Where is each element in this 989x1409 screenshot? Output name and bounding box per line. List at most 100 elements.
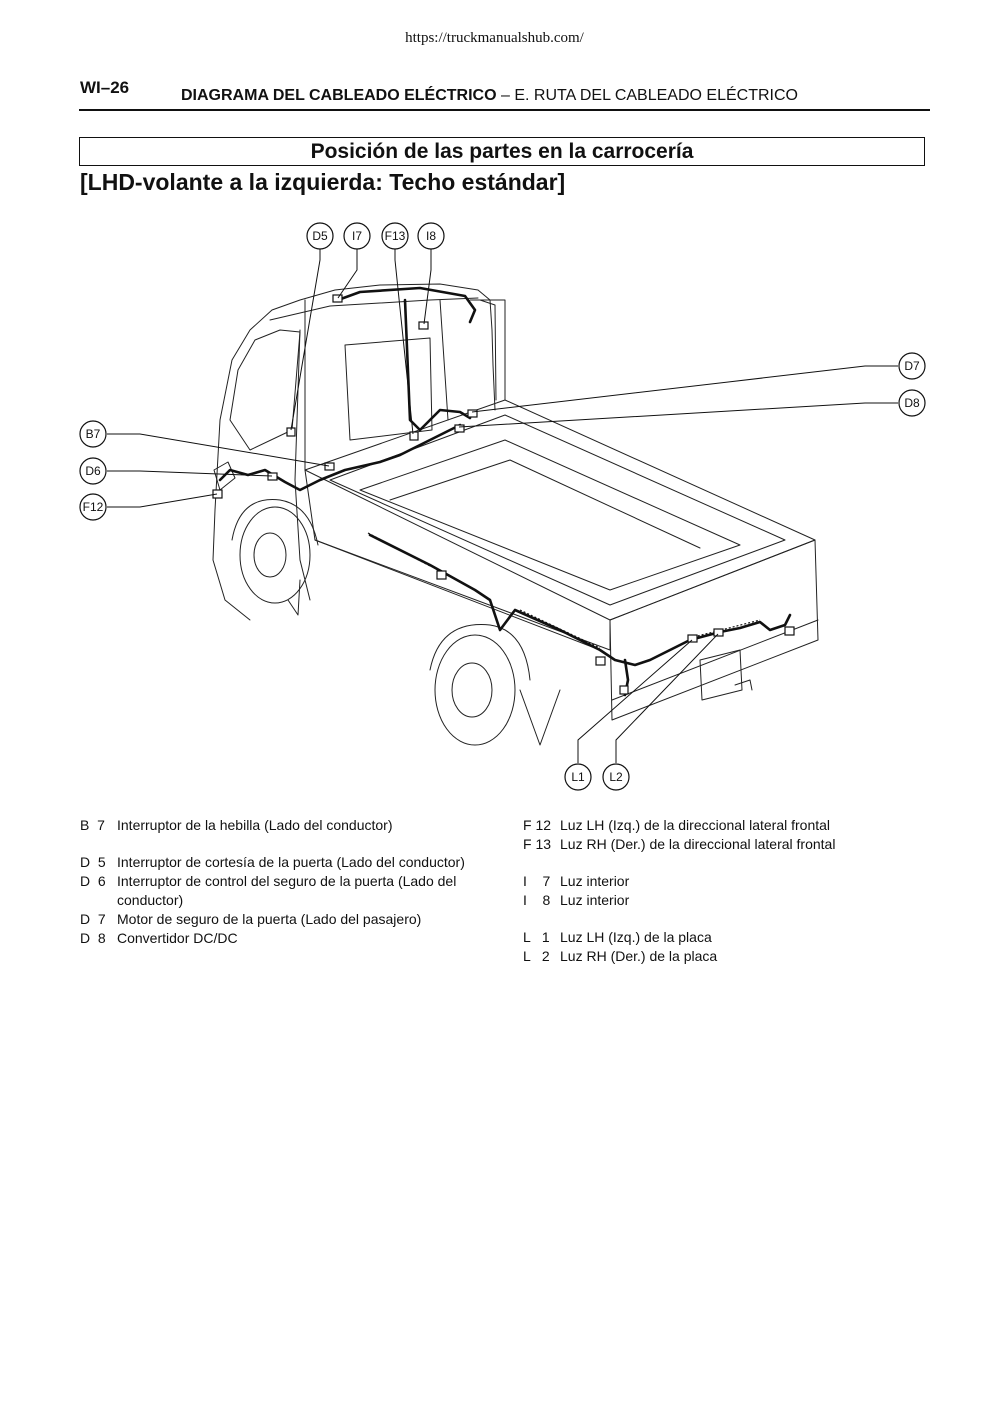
source-url: https://truckmanualshub.com/ (405, 30, 584, 46)
harness-corrugate-3 (689, 619, 761, 639)
callout-l1: L1 (564, 763, 592, 791)
legend-code: D 5 (80, 854, 106, 870)
legend-code: F 13 (523, 836, 552, 852)
rear-bumper (699, 649, 743, 701)
bed-floor (359, 439, 741, 591)
leader-f13 (394, 249, 414, 435)
header-rule (79, 109, 930, 111)
rear-wheel (434, 634, 516, 746)
connector-side-2 (595, 656, 606, 666)
legend-desc: Luz LH (Izq.) de la direccional lateral … (560, 817, 831, 833)
callout-i7: I7 (343, 222, 371, 250)
bed-rear-wall (609, 539, 819, 721)
section-subtitle: [LHD-volante a la izquierda: Techo están… (80, 169, 566, 195)
bed-floor-line (389, 459, 701, 549)
legend-item: D 5 Interruptor de cortesía de la puerta … (80, 853, 480, 872)
front-wheel (239, 506, 311, 604)
exhaust (734, 679, 753, 691)
legend-code: I 8 (523, 892, 551, 908)
leader-d8 (458, 402, 898, 428)
truck-wiring-diagram: D5 I7 F13 I8 D7 D8 B7 D6 F12 L1 L2 (79, 222, 926, 791)
legend-desc: Interruptor de control del seguro de la … (117, 873, 457, 908)
callout-i7-label: I7 (352, 229, 362, 243)
connector-side-1 (436, 570, 447, 580)
bed-side-lower (314, 539, 601, 651)
leader-f12 (107, 493, 218, 508)
headlamp (213, 461, 236, 491)
legend-code: F 12 (523, 817, 552, 833)
legend-code: D 8 (80, 930, 106, 946)
leader-b7 (107, 433, 330, 467)
legend-item: I 8 Luz interior (523, 891, 903, 910)
callout-f12: F12 (79, 493, 107, 521)
leader-d5 (290, 249, 321, 431)
callout-i8: I8 (417, 222, 445, 250)
connector-f12 (212, 489, 223, 499)
cab-rear-pillar (439, 299, 449, 421)
header-title-bold: DIAGRAMA DEL CABLEADO ELÉCTRICO (181, 87, 497, 104)
callout-l2: L2 (602, 763, 630, 791)
legend-desc: Luz RH (Der.) de la direccional lateral … (560, 836, 836, 852)
legend-right: F 12 Luz LH (Izq.) de la direccional late… (523, 816, 903, 966)
bed-front-headboard (304, 299, 506, 471)
legend-desc: Interruptor de cortesía de la puerta (La… (117, 854, 465, 870)
callout-d6-label: D6 (85, 464, 101, 478)
legend-item: L 1 Luz LH (Izq.) de la placa (523, 928, 903, 947)
bed-top-outline (304, 399, 816, 621)
legend-desc: Luz interior (560, 892, 630, 908)
legend-desc: Luz LH (Izq.) de la placa (560, 929, 712, 945)
callout-l1-label: L1 (571, 770, 585, 784)
legend-code: B 7 (80, 817, 105, 833)
bed-inner-outline (329, 414, 786, 606)
cab-roof-line (269, 297, 479, 321)
callout-d8: D8 (898, 389, 926, 417)
legend-code: D 6 (80, 873, 106, 889)
callout-b7: B7 (79, 420, 107, 448)
front-wheel-arch (231, 499, 319, 546)
callout-d8-label: D8 (904, 396, 920, 410)
callout-d7-label: D7 (904, 359, 920, 373)
side-window (344, 337, 433, 441)
leader-i7 (337, 249, 358, 299)
connector-rear-2 (784, 626, 795, 636)
legend-item: F 12 Luz LH (Izq.) de la direccional late… (523, 816, 903, 835)
legend-desc: Motor de seguro de la puerta (Lado del p… (117, 911, 422, 927)
connector-d7 (467, 409, 478, 418)
connector-l2 (713, 628, 724, 637)
legend-code: L 2 (523, 948, 550, 964)
bed-side-wall (304, 469, 611, 651)
cab-front-face (212, 509, 251, 621)
header-title: DIAGRAMA DEL CABLEADO ELÉCTRICO – E. RUT… (181, 87, 798, 105)
callout-d5: D5 (306, 222, 334, 250)
mudflap-rear (519, 689, 561, 746)
legend-desc: Luz RH (Der.) de la placa (560, 948, 718, 964)
legend-code: I 7 (523, 873, 551, 889)
leader-l1 (577, 639, 693, 763)
callout-d5-label: D5 (312, 229, 328, 243)
legend-item: F 13 Luz RH (Der.) de la direccional late… (523, 835, 903, 854)
harness-rear (718, 613, 792, 634)
legend-item: I 7 Luz interior (523, 872, 903, 891)
page-code: WI–26 (80, 78, 130, 97)
legend-desc: Luz interior (560, 873, 630, 889)
rear-wheel-arch (429, 624, 531, 681)
legend-item: D 6 Interruptor de control del seguro de … (80, 872, 480, 910)
legend-code: L 1 (523, 929, 550, 945)
callout-i8-label: I8 (426, 229, 436, 243)
header-title-rest: – E. RUTA DEL CABLEADO ELÉCTRICO (496, 87, 798, 104)
connector-d6 (267, 472, 278, 481)
leader-i8 (423, 249, 432, 325)
callout-l2-label: L2 (609, 770, 623, 784)
callout-f12-label: F12 (83, 500, 104, 514)
connector-l1 (687, 634, 698, 643)
leader-d7 (471, 365, 898, 413)
harness-roof (336, 286, 477, 324)
headboard-frame (479, 299, 497, 401)
callout-f13: F13 (381, 222, 409, 250)
legend-item: L 2 Luz RH (Der.) de la placa (523, 947, 903, 966)
leader-d6 (107, 470, 273, 477)
